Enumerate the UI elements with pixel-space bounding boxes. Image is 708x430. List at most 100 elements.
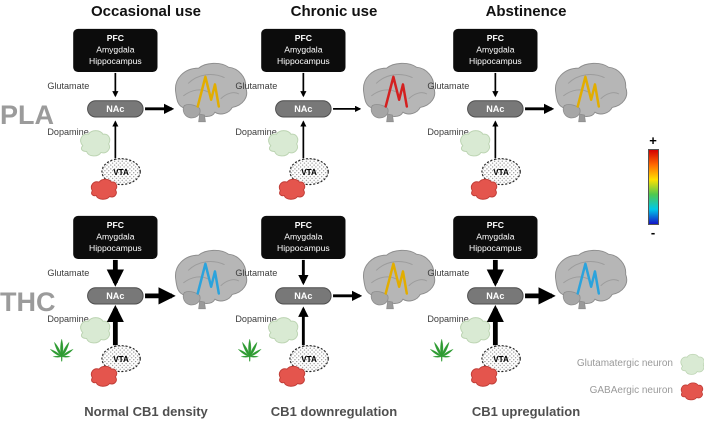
dopamine-label: Dopamine	[427, 127, 468, 137]
glutamatergic-neuron-icon	[268, 317, 299, 344]
dopamine-label: Dopamine	[47, 127, 88, 137]
region-box: PFC Amygdala Hippocampus	[261, 215, 346, 259]
region-label-pfc: PFC	[107, 33, 124, 43]
brain-illustration	[174, 62, 248, 123]
dopamine-label: Dopamine	[235, 314, 276, 324]
glutamate-label: Glutamate	[427, 268, 469, 278]
gabaergic-neuron-icon	[470, 178, 498, 200]
vta-nucleus: VTA	[289, 345, 329, 373]
glutamatergic-neuron-icon	[268, 130, 299, 157]
region-label-pfc: PFC	[487, 220, 504, 230]
row-label-thc: THC	[0, 287, 56, 317]
gabaergic-neuron-icon	[470, 365, 498, 387]
region-label-amygdala: Amygdala	[476, 231, 514, 241]
colorbar-gradient	[647, 149, 659, 225]
panel-pla-abstinence: PFC Amygdala Hippocampus Glutamate NAc D…	[424, 26, 628, 208]
colorbar: + -	[642, 134, 664, 240]
nac-label: NAc	[486, 104, 504, 114]
glutamatergic-neuron-icon	[680, 353, 704, 375]
dopamine-label: Dopamine	[235, 127, 276, 137]
region-label-amygdala: Amygdala	[96, 231, 134, 241]
vta-label: VTA	[113, 168, 129, 177]
gabaergic-neuron-icon	[278, 178, 306, 200]
colorbar-plus-label: +	[649, 133, 657, 148]
caption-normal-cb1-density: Normal CB1 density	[84, 404, 208, 419]
nac-label: NAc	[294, 291, 312, 301]
cannabis-leaf-icon	[237, 338, 262, 362]
vta-label: VTA	[493, 168, 509, 177]
region-label-amygdala: Amygdala	[476, 44, 514, 54]
panel-thc-occasional-use: PFC Amygdala Hippocampus Glutamate NAc D…	[44, 213, 248, 395]
gabaergic-neuron-icon	[680, 381, 704, 400]
activity-trace	[384, 75, 409, 108]
glutamatergic-neuron-icon	[80, 130, 111, 157]
glutamate-label: Glutamate	[235, 268, 277, 278]
legend-label: GABAergic neuron	[589, 385, 673, 396]
region-label-amygdala: Amygdala	[284, 231, 322, 241]
gabaergic-neuron-icon	[90, 178, 118, 200]
brain-illustration	[554, 249, 628, 310]
vta-label: VTA	[301, 355, 317, 364]
nac-nucleus: NAc	[467, 287, 524, 305]
glutamatergic-neuron-icon	[460, 317, 491, 344]
column-header-occasional-use: Occasional use	[90, 3, 202, 20]
vta-nucleus: VTA	[481, 158, 521, 186]
column-header-chronic-use: Chronic use	[290, 3, 378, 20]
nac-label: NAc	[486, 291, 504, 301]
row-label-pla: PLA	[0, 100, 54, 130]
cannabis-leaf-icon	[429, 338, 454, 362]
nac-label: NAc	[294, 104, 312, 114]
nac-nucleus: NAc	[87, 100, 144, 118]
activity-trace	[576, 75, 601, 108]
panel-thc-abstinence: PFC Amygdala Hippocampus Glutamate NAc D…	[424, 213, 628, 395]
nac-nucleus: NAc	[467, 100, 524, 118]
gabaergic-neuron-icon	[90, 365, 118, 387]
region-label-hippocampus: Hippocampus	[469, 243, 522, 253]
glutamate-label: Glutamate	[427, 81, 469, 91]
cannabis-leaf-icon	[49, 338, 74, 362]
legend: Glutamatergic neuron GABAergic neuron	[574, 350, 704, 404]
vta-nucleus: VTA	[289, 158, 329, 186]
region-label-hippocampus: Hippocampus	[277, 243, 330, 253]
glutamatergic-neuron-icon	[460, 130, 491, 157]
brain-illustration	[554, 62, 628, 123]
region-box: PFC Amygdala Hippocampus	[73, 215, 158, 259]
caption-cb1-downregulation: CB1 downregulation	[270, 404, 398, 419]
region-label-pfc: PFC	[295, 220, 312, 230]
activity-trace	[196, 75, 221, 108]
glutamate-label: Glutamate	[47, 81, 89, 91]
vta-label: VTA	[113, 355, 129, 364]
vta-label: VTA	[493, 355, 509, 364]
region-label-pfc: PFC	[295, 33, 312, 43]
activity-trace	[384, 262, 409, 295]
panel-pla-occasional-use: PFC Amygdala Hippocampus Glutamate NAc D…	[44, 26, 248, 208]
region-label-hippocampus: Hippocampus	[89, 243, 142, 253]
caption-cb1-upregulation: CB1 upregulation	[471, 404, 581, 419]
panel-pla-chronic-use: PFC Amygdala Hippocampus Glutamate NAc D…	[232, 26, 436, 208]
legend-item-glutamatergic-neuron: Glutamatergic neuron	[574, 350, 704, 377]
nac-nucleus: NAc	[275, 100, 332, 118]
region-label-amygdala: Amygdala	[96, 44, 134, 54]
vta-nucleus: VTA	[101, 345, 141, 373]
dopamine-label: Dopamine	[47, 314, 88, 324]
brain-illustration	[362, 62, 436, 123]
panel-thc-chronic-use: PFC Amygdala Hippocampus Glutamate NAc D…	[232, 213, 436, 395]
vta-label: VTA	[301, 168, 317, 177]
nac-nucleus: NAc	[275, 287, 332, 305]
glutamate-label: Glutamate	[47, 268, 89, 278]
colorbar-minus-label: -	[650, 225, 656, 240]
region-label-pfc: PFC	[487, 33, 504, 43]
legend-label: Glutamatergic neuron	[576, 358, 673, 369]
glutamatergic-neuron-icon	[80, 317, 111, 344]
region-box: PFC Amygdala Hippocampus	[453, 28, 538, 72]
brain-illustration	[362, 249, 436, 310]
legend-item-gabaergic-neuron: GABAergic neuron	[574, 377, 704, 404]
region-label-pfc: PFC	[107, 220, 124, 230]
region-label-amygdala: Amygdala	[284, 44, 322, 54]
vta-nucleus: VTA	[481, 345, 521, 373]
region-label-hippocampus: Hippocampus	[89, 56, 142, 66]
dopamine-label: Dopamine	[427, 314, 468, 324]
region-label-hippocampus: Hippocampus	[469, 56, 522, 66]
region-box: PFC Amygdala Hippocampus	[261, 28, 346, 72]
